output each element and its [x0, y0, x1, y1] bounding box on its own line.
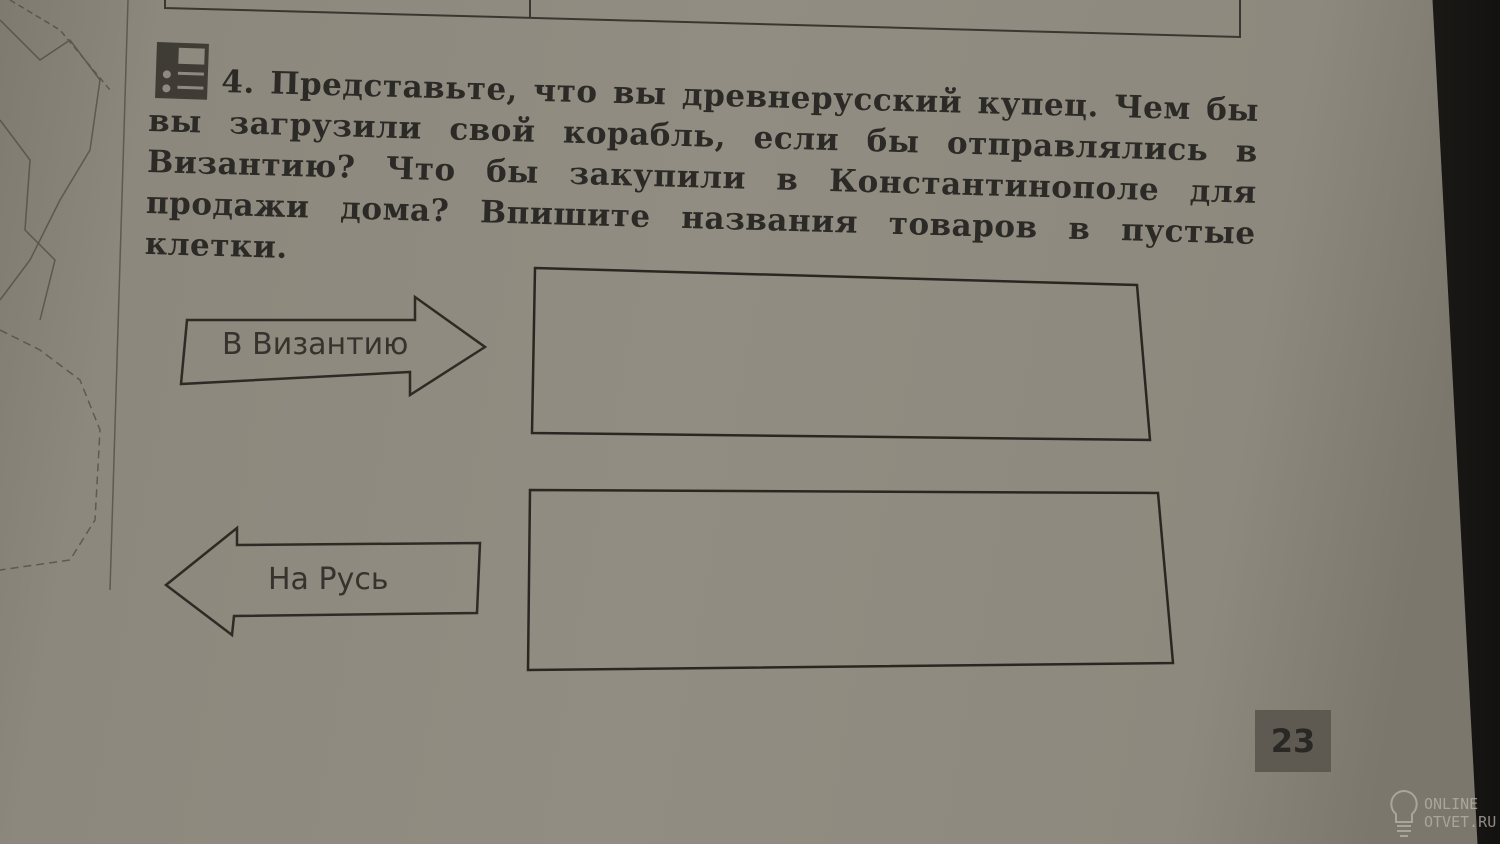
answer-box-to-byzantium[interactable] — [530, 266, 1152, 442]
top-table-fragment — [164, 0, 1241, 39]
map-fragment — [0, 0, 129, 591]
answer-box-to-rus[interactable] — [526, 488, 1175, 672]
task-number: 4. — [220, 64, 256, 101]
watermark-line1: ONLINE — [1424, 795, 1479, 813]
task-list-icon — [155, 42, 209, 100]
task-text: 4. Представьте, что вы древнерусский куп… — [144, 60, 1259, 296]
arrow-to-rus — [163, 525, 482, 638]
watermark-line2: OTVET.RU — [1424, 813, 1497, 831]
lightbulb-icon — [1390, 789, 1418, 837]
watermark: ONLINE OTVET.RU — [1388, 788, 1496, 838]
arrow-label-to-rus: На Русь — [268, 562, 389, 597]
arrow-to-byzantium — [179, 294, 488, 398]
page-number: 23 — [1255, 710, 1331, 772]
arrow-label-to-byzantium: В Византию — [222, 327, 409, 362]
task-question: Представьте, что вы древнерусский купец.… — [144, 65, 1260, 266]
